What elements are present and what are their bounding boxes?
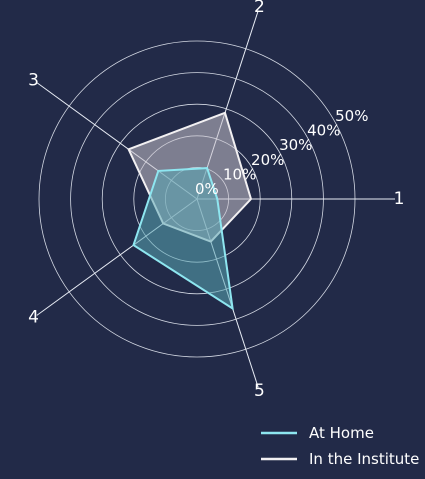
ring-tick-label: 30%	[279, 136, 312, 154]
ring-labels: 0%10%20%30%40%50%	[195, 107, 368, 198]
category-label: 4	[28, 308, 39, 328]
category-label: 5	[254, 381, 265, 401]
ring-tick-label: 0%	[195, 180, 219, 198]
legend-label: At Home	[309, 424, 374, 442]
ring-tick-label: 10%	[223, 165, 256, 183]
category-label: 2	[254, 0, 265, 17]
legend-label: In the Institute	[309, 450, 419, 468]
category-label: 1	[394, 189, 405, 209]
series-layer	[127, 111, 253, 311]
ring-tick-label: 40%	[307, 122, 340, 140]
ring-tick-label: 50%	[335, 107, 368, 125]
series-area	[132, 167, 234, 311]
ring-tick-label: 20%	[251, 151, 284, 169]
category-labels: 1 2 3 4 5	[28, 0, 404, 401]
legend: At Home In the Institute	[261, 424, 419, 468]
category-label: 3	[28, 70, 39, 90]
